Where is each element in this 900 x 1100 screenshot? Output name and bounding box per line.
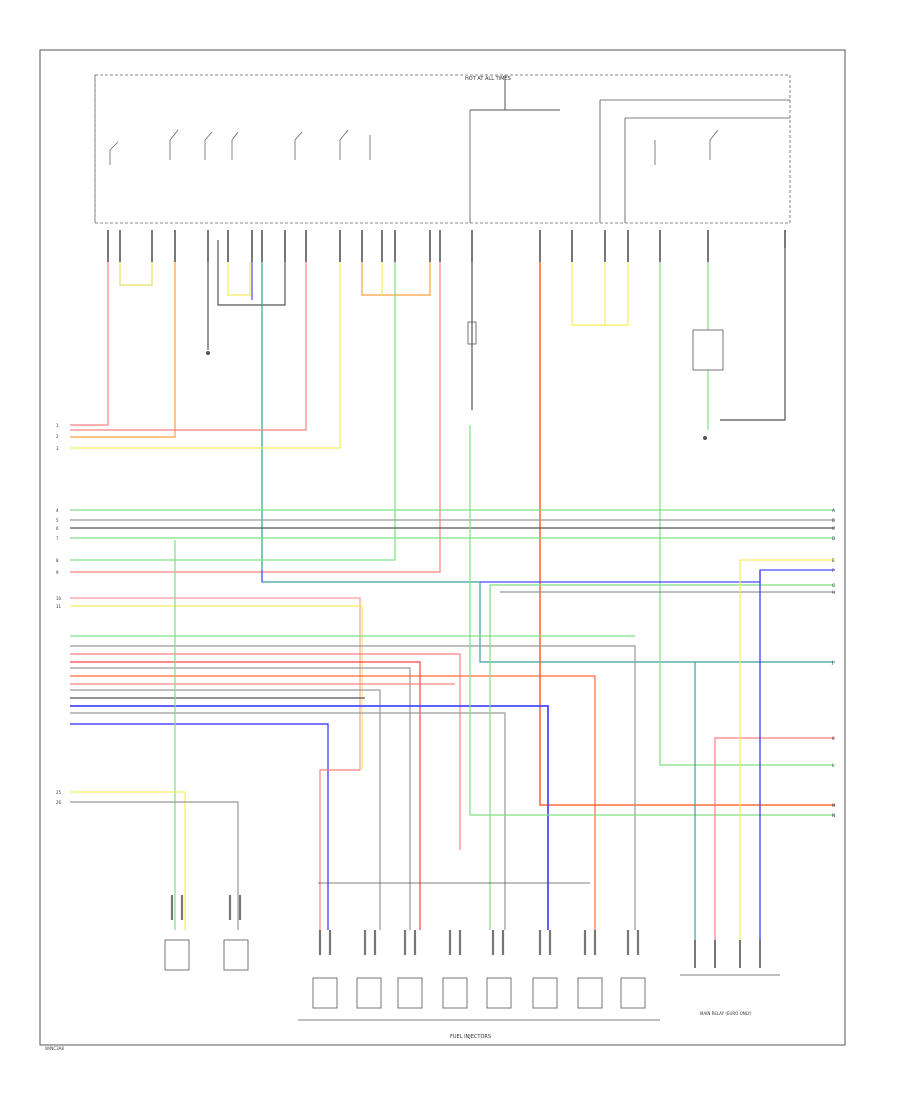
pin-label: A: [832, 508, 835, 513]
pin-label: F: [832, 568, 835, 573]
ecu-box: [94, 74, 791, 224]
injector-bodies: [164, 939, 646, 1009]
sensor-element: [467, 321, 477, 345]
fuel-injectors-label: FUEL INJECTORS: [450, 1034, 491, 1040]
ground-point-right: [703, 436, 707, 440]
pin-label: B: [832, 518, 835, 523]
pin-label: 9: [56, 570, 59, 575]
pin-label: 11: [56, 604, 62, 609]
wires-horizontal: [70, 425, 835, 940]
pin-label: K: [832, 736, 835, 741]
pin-label: E: [832, 558, 835, 563]
pin-label: 7: [56, 536, 59, 541]
ground-point-left: [206, 351, 210, 355]
ecu-pin-stubs: [107, 230, 786, 262]
pin-label: M: [832, 803, 836, 808]
pin-label: N: [832, 813, 835, 818]
pin-label: D: [832, 536, 835, 541]
pin-label: H: [832, 590, 835, 595]
relay-box: [692, 329, 724, 371]
right-pin-labels: A B C D E F G H J K L M N: [831, 508, 836, 818]
pin-label: G: [832, 583, 835, 588]
pin-label: 8: [56, 558, 59, 563]
pin-label: 4: [56, 508, 59, 513]
power-label: HOT AT ALL TIMES: [465, 76, 511, 82]
pin-label: C: [832, 526, 835, 531]
wires-vertical: [70, 240, 835, 806]
ecu-switch-group: [109, 129, 719, 165]
pin-label: 25: [56, 790, 62, 795]
footer-code: W/NC3A8: [45, 1046, 64, 1051]
injector-connectors: [170, 895, 640, 955]
pin-label: 6: [56, 526, 59, 531]
diagram-frame: [39, 49, 846, 1046]
pin-label: L: [832, 763, 835, 768]
pin-label: 2: [56, 434, 59, 439]
pin-label: J: [831, 660, 833, 665]
main-relay-label: MAIN RELAY (EURO ONLY): [700, 1011, 752, 1016]
pin-label: 1: [56, 423, 59, 428]
pin-label: 3: [56, 446, 59, 451]
pin-label: 10: [56, 596, 62, 601]
pin-label: 26: [56, 800, 62, 805]
left-pin-labels: 1 2 3 4 5 6 7 8 9 10 11 25 26: [56, 423, 62, 805]
pin-label: 5: [56, 518, 59, 523]
main-relay-pins: [694, 940, 761, 968]
